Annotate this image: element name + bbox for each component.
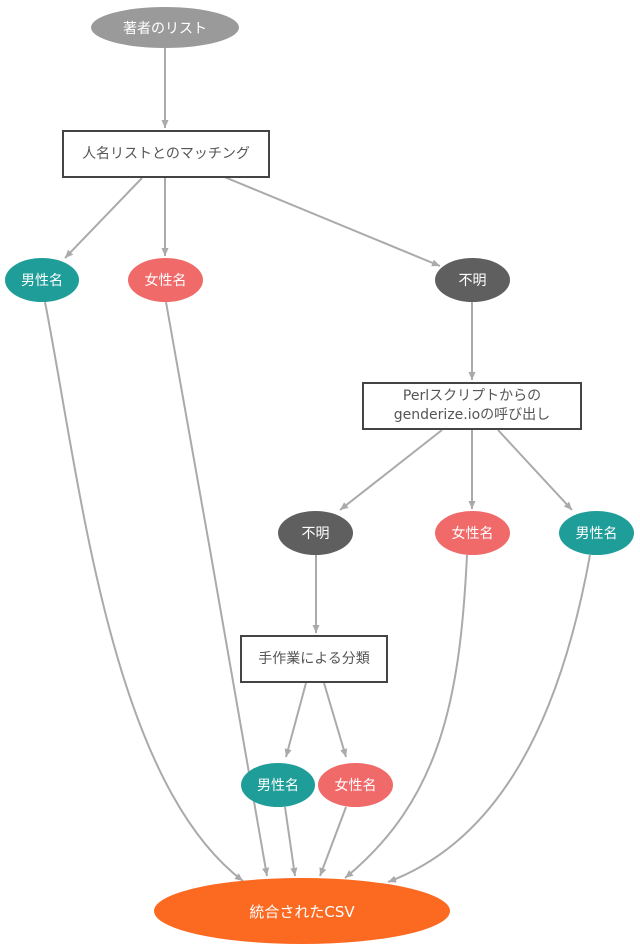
edge-manual-to-female	[323, 682, 348, 758]
edge-manual-to-male	[284, 682, 307, 758]
node-male-1: 男性名	[5, 258, 79, 302]
node-male-2: 男性名	[559, 511, 634, 555]
edge-matching-to-male	[64, 177, 143, 259]
node-author-list: 著者のリスト	[91, 7, 239, 48]
edge-perl-to-unknown	[339, 429, 443, 511]
node-unknown-2: 不明	[278, 511, 353, 555]
node-perl-line-2: genderize.ioの呼び出し	[393, 407, 551, 423]
node-manual-classification: 手作業による分類	[240, 635, 388, 683]
edge-male1-to-csv	[44, 301, 244, 882]
node-unknown-1: 不明	[435, 258, 510, 302]
edge-male2-to-csv	[387, 554, 591, 883]
node-perl-genderize: Perlスクリプトからの genderize.ioの呼び出し	[362, 382, 582, 430]
node-perl-line-1: Perlスクリプトからの	[402, 388, 542, 404]
node-female-3: 女性名	[318, 763, 393, 807]
edge-matching-to-unknown	[221, 175, 441, 267]
edge-perl-to-male	[497, 429, 573, 511]
edge-female3-to-csv	[319, 806, 347, 877]
edge-female2-to-csv	[344, 554, 468, 879]
edge-male3-to-csv	[284, 806, 298, 877]
node-male-3: 男性名	[241, 763, 315, 807]
node-female-1: 女性名	[128, 258, 203, 302]
node-merged-csv: 統合されたCSV	[154, 878, 450, 944]
node-name-matching: 人名リストとのマッチング	[62, 130, 270, 178]
edge-female1-to-csv	[165, 301, 270, 877]
node-female-2: 女性名	[435, 511, 510, 555]
